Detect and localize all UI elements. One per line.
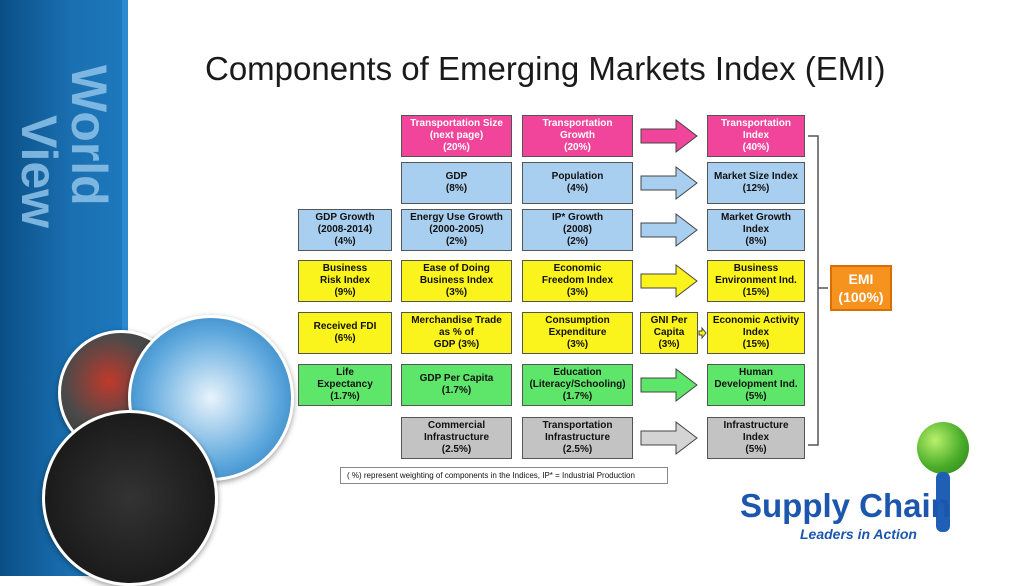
sidebar-edge <box>122 0 128 576</box>
box-consumption-expenditure: Consumption Expenditure (3%) <box>522 312 633 354</box>
box-transportation-index: Transportation Index (40%) <box>707 115 805 157</box>
box-gni-per-capita: GNI Per Capita (3%) <box>640 312 698 354</box>
bracket-to-emi <box>808 135 828 446</box>
supply-chain-logo-text: Supply Chain <box>740 487 951 524</box>
emi-box: EMI (100%) <box>830 265 892 311</box>
legend-note: ( %) represent weighting of components i… <box>340 467 668 484</box>
arrow-human-development <box>640 367 698 403</box>
page-title: Components of Emerging Markets Index (EM… <box>205 50 886 87</box>
box-merchandise-trade: Merchandise Trade as % of GDP (3%) <box>401 312 512 354</box>
box-received-fdi: Received FDI (6%) <box>298 312 392 354</box>
box-gdp: GDP (8%) <box>401 162 512 204</box>
box-gdp-per-capita: GDP Per Capita (1.7%) <box>401 364 512 406</box>
box-economic-activity-index: Economic Activity Index (15%) <box>707 312 805 354</box>
box-business-risk-index: Business Risk Index (9%) <box>298 260 392 302</box>
box-commercial-infrastructure: Commercial Infrastructure (2.5%) <box>401 417 512 459</box>
world-text: World <box>61 65 117 206</box>
box-ip-growth: IP* Growth (2008) (2%) <box>522 209 633 251</box>
box-market-size-index: Market Size Index (12%) <box>707 162 805 204</box>
view-text: View <box>12 115 67 228</box>
arrow-market-growth <box>640 212 698 248</box>
box-market-growth-index: Market Growth Index (8%) <box>707 209 805 251</box>
globe-icon <box>917 422 969 474</box>
box-infrastructure-index: Infrastructure Index (5%) <box>707 417 805 459</box>
supply-chain-tagline: Leaders in Action <box>800 526 917 542</box>
world-view-vertical-text: World View <box>12 65 117 228</box>
box-life-expectancy: Life Expectancy (1.7%) <box>298 364 392 406</box>
box-economic-freedom-index: Economic Freedom Index (3%) <box>522 260 633 302</box>
arrow-business-environment <box>640 263 698 299</box>
box-energy-use-growth: Energy Use Growth (2000-2005) (2%) <box>401 209 512 251</box>
box-business-environment: Business Environment Ind. (15%) <box>707 260 805 302</box>
box-transportation-infrastructure: Transportation Infrastructure (2.5%) <box>522 417 633 459</box>
arrow-economic-activity <box>698 326 707 340</box>
arrow-market-size <box>640 165 698 201</box>
box-gdp-growth: GDP Growth (2008-2014) (4%) <box>298 209 392 251</box>
person-figure-icon <box>936 472 950 532</box>
arrow-infrastructure <box>640 420 698 456</box>
box-transportation-growth: Transportation Growth (20%) <box>522 115 633 157</box>
box-population: Population (4%) <box>522 162 633 204</box>
box-transportation-size: Transportation Size (next page) (20%) <box>401 115 512 157</box>
box-education: Education (Literacy/Schooling) (1.7%) <box>522 364 633 406</box>
box-human-development: Human Development Ind. (5%) <box>707 364 805 406</box>
arrow-transportation <box>640 118 698 154</box>
box-ease-of-doing-business: Ease of Doing Business Index (3%) <box>401 260 512 302</box>
